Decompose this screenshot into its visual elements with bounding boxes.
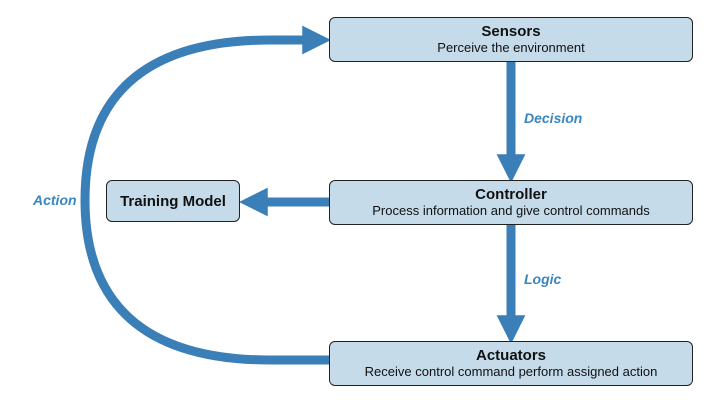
sensors-node: Sensors Perceive the environment (329, 17, 693, 62)
sensors-title: Sensors (481, 23, 541, 40)
sensors-subtitle: Perceive the environment (437, 40, 585, 55)
decision-label: Decision (524, 110, 583, 126)
actuators-subtitle: Receive control command perform assigned… (364, 364, 658, 379)
arrow-actuators-to-sensors (80, 25, 332, 365)
action-label: Action (33, 192, 77, 208)
training-model-node: Training Model (106, 180, 240, 222)
actuators-title: Actuators (475, 347, 546, 364)
controller-node: Controller Process information and give … (329, 180, 693, 225)
controller-subtitle: Process information and give control com… (372, 203, 650, 218)
controller-title: Controller (475, 186, 547, 203)
training-model-title: Training Model (120, 192, 226, 210)
actuators-node: Actuators Receive control command perfor… (329, 341, 693, 386)
logic-label: Logic (524, 271, 562, 287)
